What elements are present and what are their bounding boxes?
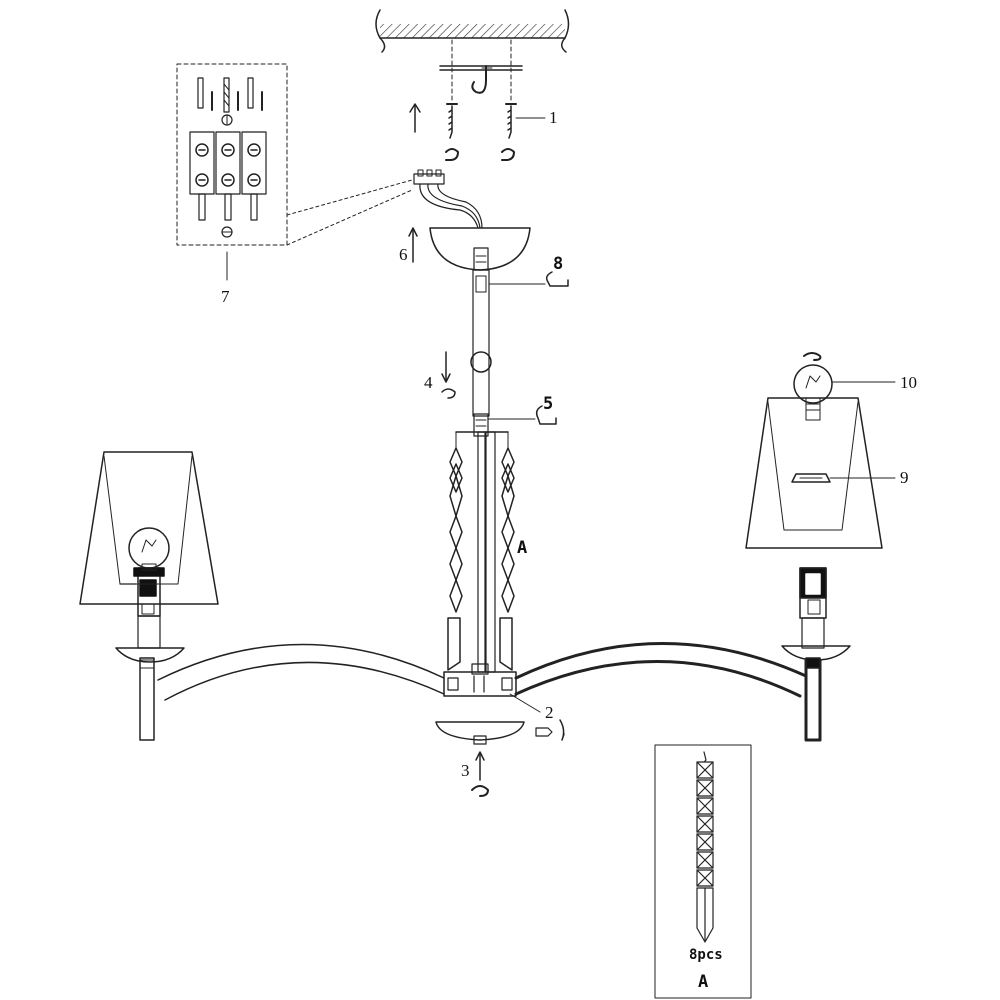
canopy [408, 227, 531, 271]
left-bulb [128, 527, 170, 571]
left-lamp-holder [133, 567, 165, 649]
rotate-arrow-icon [445, 148, 515, 161]
callout-5: 5 [543, 394, 554, 414]
terminal-block-detail [176, 63, 413, 281]
callout-6: 6 [399, 245, 408, 264]
bottom-cap [435, 721, 525, 797]
callout-8: 8 [553, 254, 564, 274]
right-bulb [793, 352, 896, 421]
crystal-chain-right [499, 447, 515, 671]
wire-connector [413, 169, 483, 229]
detail-quantity: 8pcs [689, 947, 723, 963]
callout-2: 2 [545, 703, 554, 722]
left-arm [115, 643, 445, 741]
callout-9: 9 [900, 468, 909, 487]
callout-10: 10 [900, 373, 917, 392]
crystal-detail-box [654, 744, 752, 999]
right-shade [745, 397, 896, 549]
ceiling-hook [439, 39, 523, 101]
callout-1: 1 [549, 108, 558, 127]
rod [441, 269, 569, 437]
right-arm [514, 642, 851, 742]
ceiling [375, 9, 570, 53]
ceiling-screws [446, 103, 546, 139]
callout-4: 4 [424, 373, 433, 392]
detail-label: A [698, 972, 709, 992]
up-arrow-icon [409, 103, 421, 133]
crystal-strand [696, 751, 714, 943]
hub-screw [509, 693, 565, 741]
right-lamp-holder [799, 567, 827, 649]
left-shade [79, 451, 219, 605]
callout-7: 7 [221, 287, 230, 306]
callout-3: 3 [461, 761, 470, 780]
crystal-chain-left [447, 447, 463, 671]
central-body [443, 431, 517, 697]
crystal-label: A [517, 538, 528, 558]
